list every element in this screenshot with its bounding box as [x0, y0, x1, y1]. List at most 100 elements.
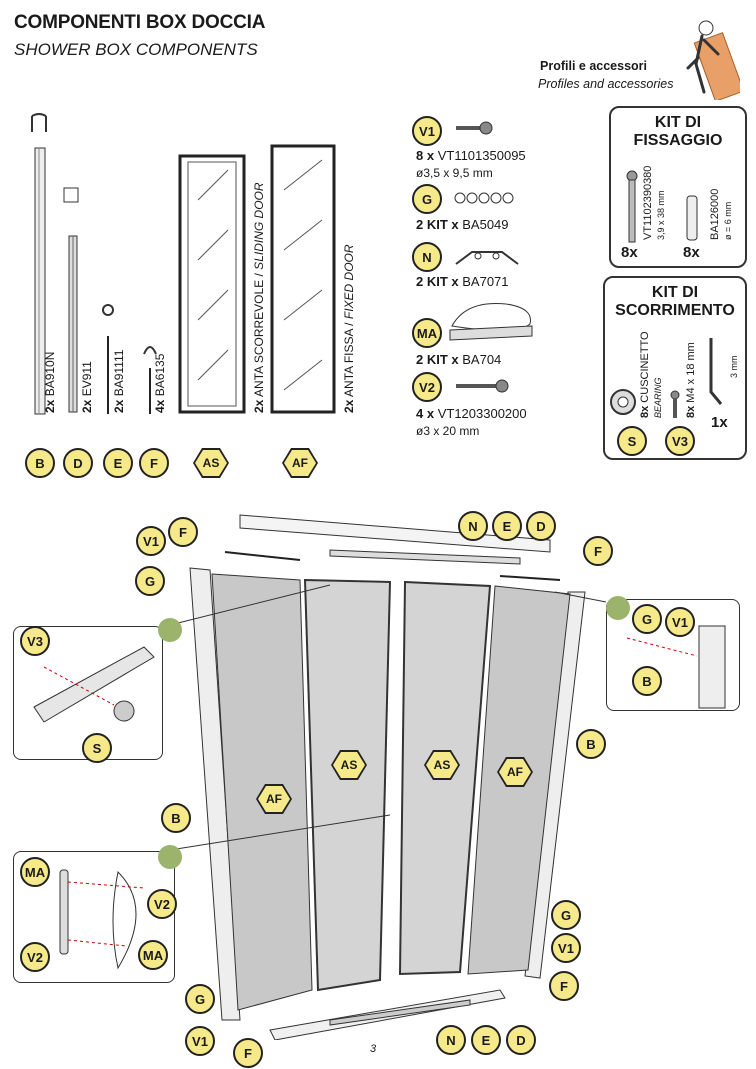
allen-key-icon [709, 338, 723, 405]
installer-icon [686, 20, 740, 100]
profile-f-drawing [143, 346, 157, 414]
profile-d-label: 2x EV911 [80, 361, 94, 413]
badge-af: AF [282, 448, 318, 478]
washers-icon [454, 192, 514, 204]
diagram-badge-v2-left: V2 [20, 942, 50, 972]
screw-v2-icon [456, 379, 509, 393]
badge-e: E [103, 448, 133, 478]
diagram-badge-f-top-left: F [168, 517, 198, 547]
acc-ma-line: 2 KIT x BA704 [416, 352, 502, 367]
diagram-badge-g-bottom-right: G [551, 900, 581, 930]
screw-v1-icon [456, 121, 493, 135]
page-title: COMPONENTI BOX DOCCIA [14, 12, 266, 33]
diagram-badge-ma-left: MA [20, 857, 50, 887]
wall-plug-icon [686, 195, 698, 241]
fixing-screw-qty: 8x [621, 244, 638, 261]
acc-g-line: 2 KIT x BA5049 [416, 217, 509, 232]
profile-e-label: 2x BA91111 [112, 349, 126, 413]
diagram-badge-g-inset: G [632, 604, 662, 634]
callout-marker-1 [158, 618, 182, 642]
wall-plug-dim: ø = 6 mm [723, 201, 733, 240]
badge-ma: MA [412, 318, 442, 348]
page-number: 3 [370, 1043, 377, 1055]
handle-detail-drawing [59, 869, 145, 970]
handle-ma-icon [449, 302, 533, 341]
screw-v3-label: 8x M4 x 18 mm [685, 342, 697, 418]
bearing-detail-drawing [33, 646, 155, 723]
callout-marker-2 [158, 845, 182, 869]
diagram-badge-s: S [82, 733, 112, 763]
bearing-label-en: BEARING [653, 377, 663, 418]
fixed-door-drawing [270, 144, 336, 414]
fixed-door-label: 2x ANTA FISSA / FIXED DOOR [342, 244, 356, 413]
badge-b: B [25, 448, 55, 478]
bracket-n-icon [455, 251, 519, 265]
acc-v1-line: 8 x VT1101350095 [416, 148, 526, 163]
fixing-screw-dim: 3,9 x 38 mm [656, 190, 666, 240]
allen-key-dim: 3 mm [729, 355, 739, 379]
diagram-badge-v2-right: V2 [147, 889, 177, 919]
badge-as: AS [193, 448, 229, 478]
diagram-badge-g-top-left: G [135, 566, 165, 596]
diagram-badge-ma-right: MA [138, 940, 168, 970]
profiles-label-en: Profiles and accessories [538, 77, 674, 91]
profiles-label-it: Profili e accessori [540, 59, 648, 73]
sliding-door-drawing [178, 154, 246, 414]
allen-key-qty: 1x [711, 414, 728, 431]
diagram-badge-g-bottom-left: G [185, 984, 215, 1014]
acc-v2-dim: ø3 x 20 mm [416, 424, 480, 438]
diagram-badge-f-bottom-right: F [549, 971, 579, 1001]
profile-b-drawing [31, 113, 47, 415]
diagram-badge-f-bottom-left: F [233, 1038, 263, 1068]
diagram-badge-n-top: N [458, 511, 488, 541]
fixing-screw-code: VT1102390380 [642, 165, 654, 240]
diagram-badge-b-left: B [161, 803, 191, 833]
diagram-badge-v1-bottom-right: V1 [551, 933, 581, 963]
sliding-door-label: 2x ANTA SCORREVOLE / SLIDING DOOR [252, 182, 266, 413]
profile-f-label: 4x BA6135 [153, 353, 167, 413]
acc-v1-dim: ø3,5 x 9,5 mm [416, 166, 493, 180]
diagram-badge-v1-inset: V1 [665, 607, 695, 637]
badge-v3: V3 [665, 426, 695, 456]
fixing-screw-icon [626, 170, 638, 243]
diagram-badge-v1-top-left: V1 [136, 526, 166, 556]
bearing-icon [610, 389, 636, 415]
wall-detail-drawing [626, 625, 726, 709]
diagram-badge-b-right: B [576, 729, 606, 759]
badge-f: F [139, 448, 169, 478]
screw-v3-icon [670, 390, 680, 418]
diagram-badge-n-bottom: N [436, 1025, 466, 1055]
diagram-badge-v3: V3 [20, 626, 50, 656]
page-subtitle: SHOWER BOX COMPONENTS [14, 40, 258, 59]
diagram-badge-d-bottom: D [506, 1025, 536, 1055]
acc-n-line: 2 KIT x BA7071 [416, 274, 509, 289]
acc-v2-line: 4 x VT1203300200 [416, 406, 527, 421]
diagram-badge-b-inset: B [632, 666, 662, 696]
profile-d-drawing [63, 187, 79, 413]
diagram-badge-v1-bottom-left: V1 [185, 1026, 215, 1056]
badge-s: S [617, 426, 647, 456]
badge-g: G [412, 184, 442, 214]
wall-plug-qty: 8x [683, 244, 700, 261]
bearing-label: 8x CUSCINETTO [639, 331, 651, 418]
badge-d: D [63, 448, 93, 478]
diagram-badge-e-bottom: E [471, 1025, 501, 1055]
diagram-badge-as-right: AS [424, 750, 460, 780]
diagram-badge-e-top: E [492, 511, 522, 541]
profile-e-drawing [102, 304, 114, 414]
wall-plug-code: BA126000 [709, 188, 721, 240]
badge-v2: V2 [412, 372, 442, 402]
badge-n: N [412, 242, 442, 272]
diagram-badge-as-left: AS [331, 750, 367, 780]
callout-marker-3 [606, 596, 630, 620]
diagram-badge-af-right: AF [497, 757, 533, 787]
profile-b-label: 2x BA910N [43, 351, 57, 413]
diagram-badge-f-top-right: F [583, 536, 613, 566]
diagram-badge-d-top: D [526, 511, 556, 541]
diagram-badge-af-left: AF [256, 784, 292, 814]
badge-v1: V1 [412, 116, 442, 146]
